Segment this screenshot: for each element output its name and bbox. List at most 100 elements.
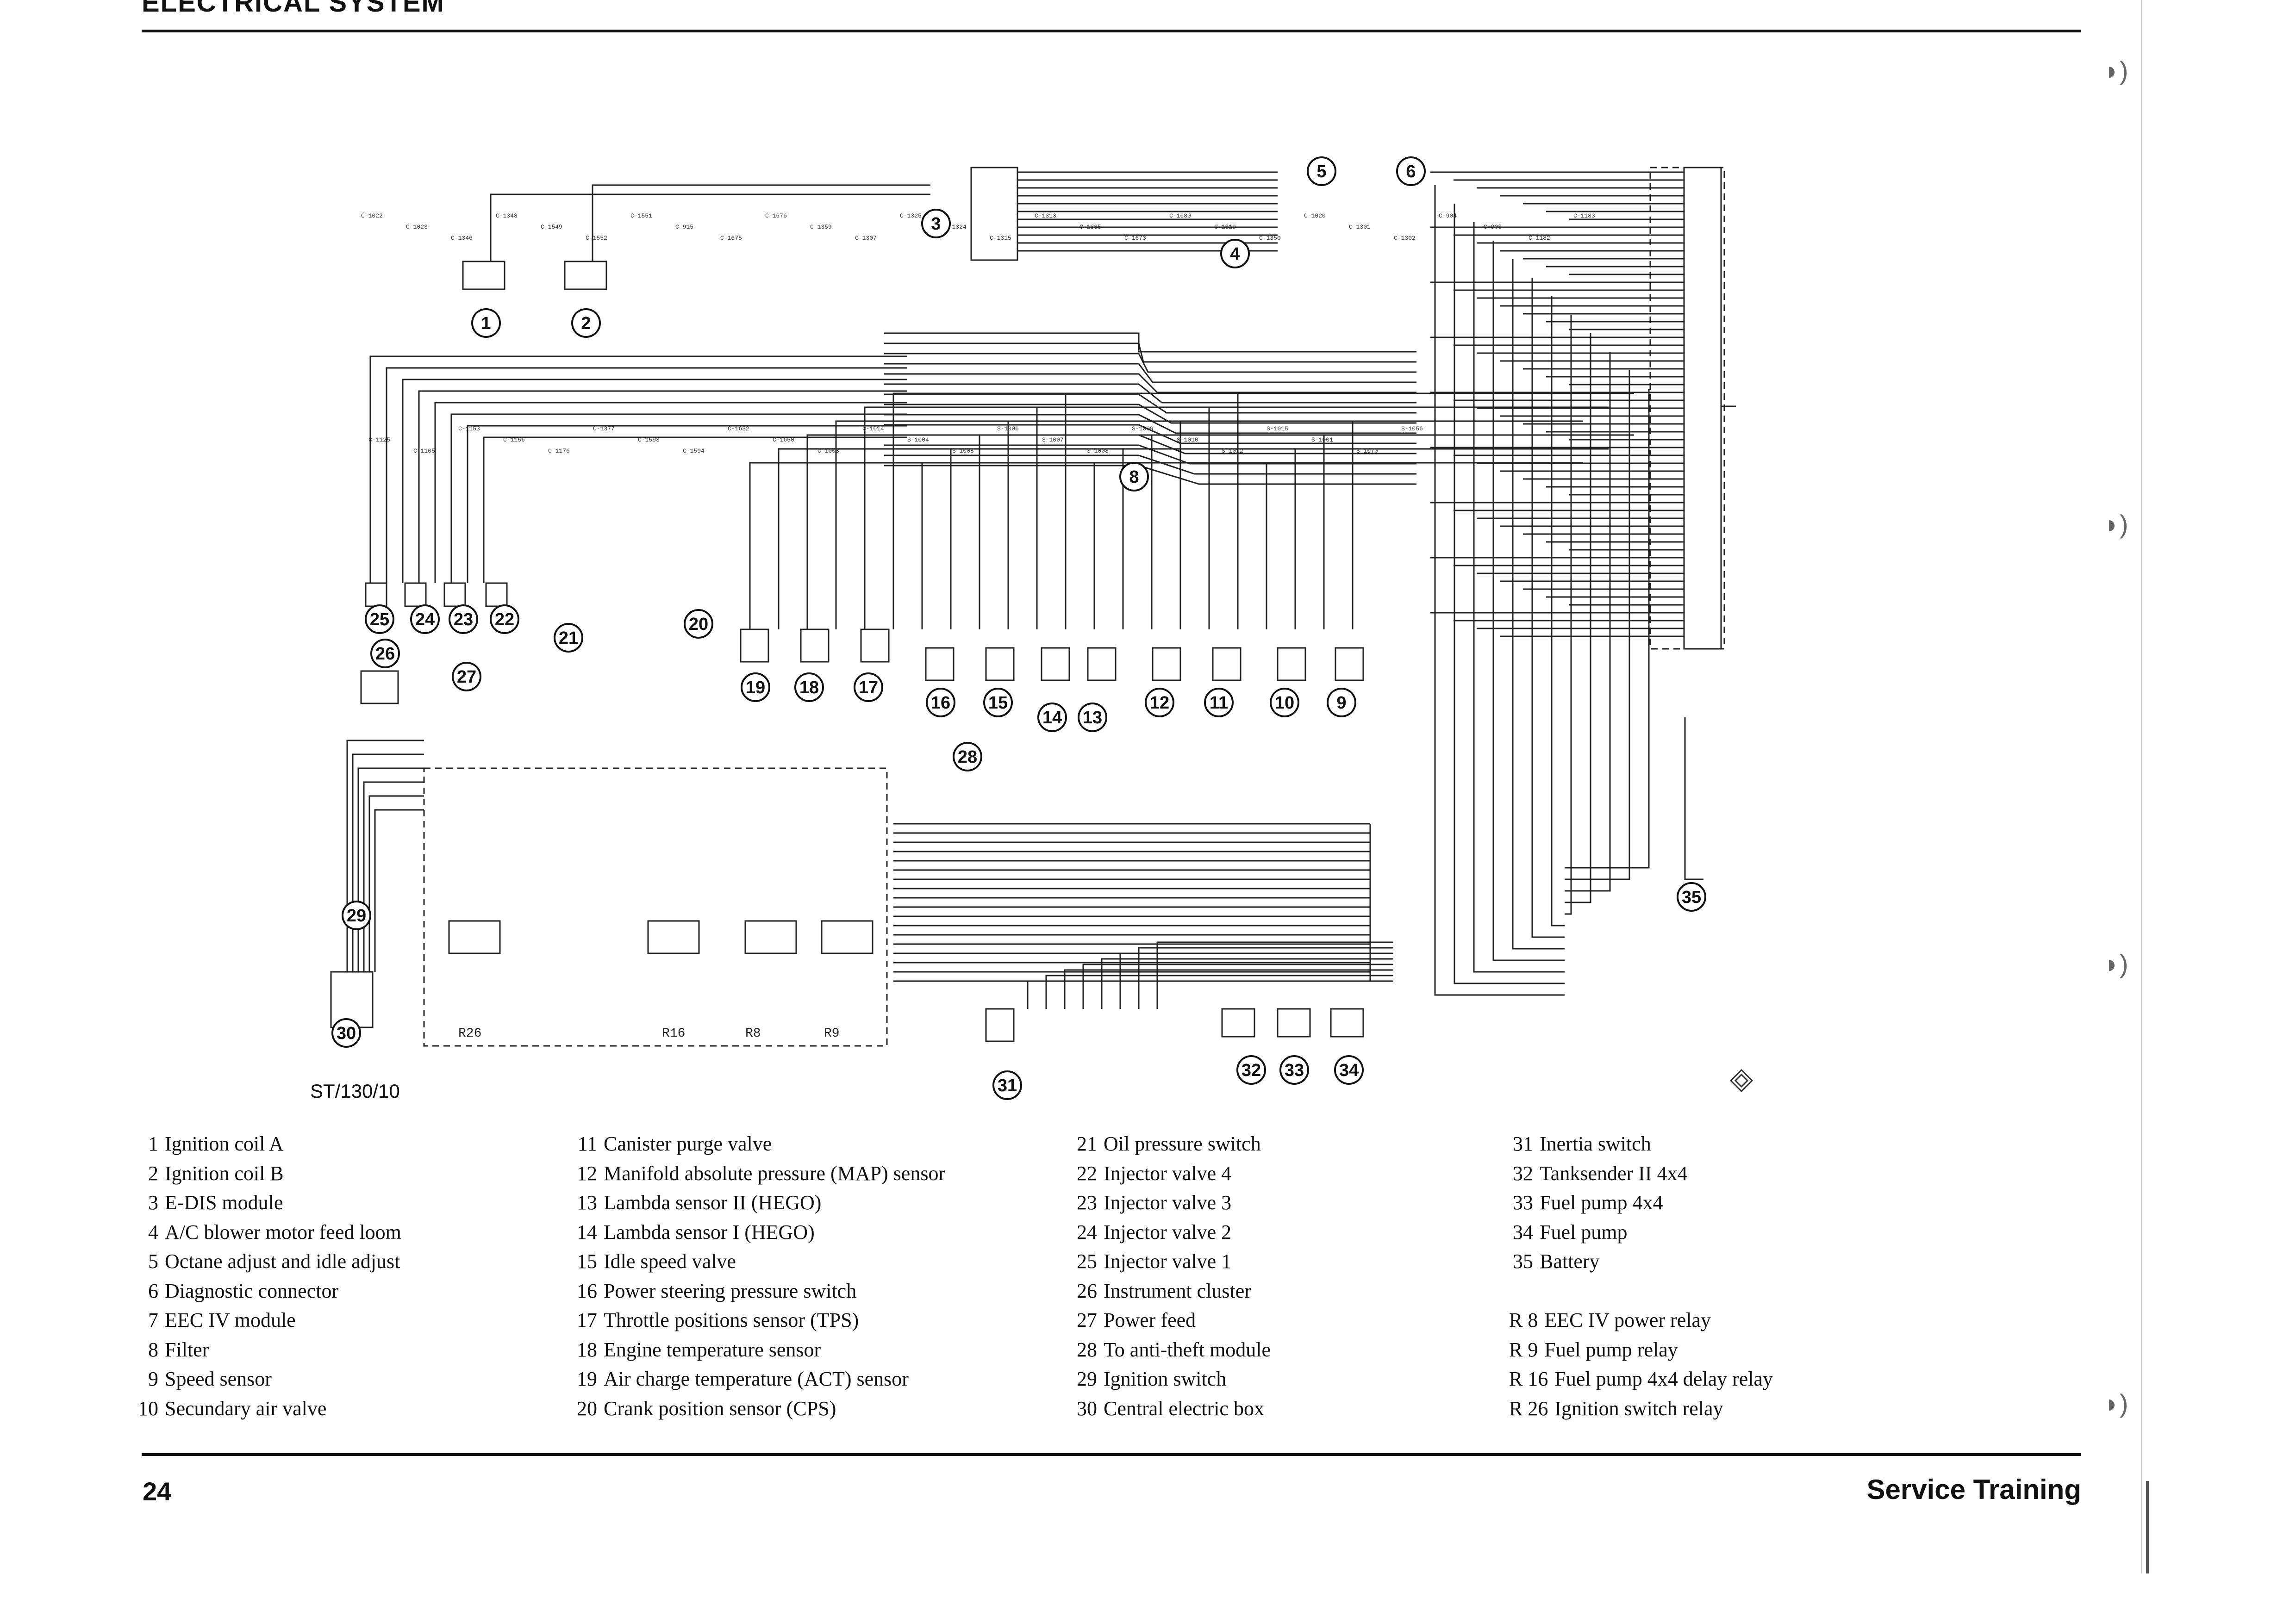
legend-item-text: Lambda sensor I (HEGO): [604, 1220, 815, 1244]
connector-label: C-1313: [1035, 212, 1056, 219]
harness-bus: [884, 363, 1416, 383]
callout-number: 13: [1083, 708, 1102, 728]
harness-bus: [884, 383, 1416, 404]
pump-wire: [1156, 941, 1393, 1009]
connector-label: C-903: [1484, 224, 1502, 230]
legend-item-text: Ignition switch relay: [1554, 1397, 1723, 1420]
pump-wire: [1101, 958, 1393, 1009]
callout-number: 34: [1339, 1061, 1359, 1080]
legend-item-text: Injector valve 1: [1104, 1250, 1232, 1273]
pump-wire: [1082, 964, 1393, 1009]
injector-wire: [386, 367, 907, 583]
callout-32: 32: [1236, 1055, 1266, 1085]
connector-label: C-1359: [810, 224, 832, 230]
sensor-wire: [1036, 406, 1456, 629]
harness-bus: [884, 393, 1416, 414]
callout-circle: [1119, 462, 1149, 491]
connector-label: C-1176: [548, 448, 570, 454]
connector-label: C-904: [1439, 212, 1457, 219]
callout-number: 6: [1406, 162, 1416, 181]
sensor-wire: [1208, 406, 1609, 629]
pump-wire: [1119, 952, 1393, 1009]
connector-label: C-1325: [900, 212, 922, 219]
legend-item-number: 33: [1513, 1191, 1533, 1214]
callout-number: 31: [998, 1076, 1017, 1095]
callout-8: 8: [1119, 462, 1149, 491]
legend-item-text: Injector valve 4: [1104, 1162, 1232, 1185]
callout-circle: [854, 672, 883, 702]
callout-circle: [1145, 688, 1174, 717]
callout-number: 35: [1682, 888, 1701, 907]
callout-31: 31: [992, 1070, 1022, 1100]
edis-module-box: [970, 167, 1018, 261]
legend-item-number: 22: [1077, 1162, 1097, 1185]
legend-item-number: R 26: [1509, 1397, 1548, 1420]
page-edge-shadow: [2141, 0, 2142, 1573]
callout-2: 2: [571, 308, 601, 338]
sensor-box: [1212, 647, 1242, 681]
callout-6: 6: [1396, 156, 1426, 186]
callout-circle: [471, 308, 501, 338]
cluster-wire: [368, 795, 424, 972]
ignition-switch-box: [330, 971, 374, 1028]
instrument-cluster-box: [360, 670, 399, 704]
callout-number: 5: [1316, 162, 1326, 181]
sensor-box: [1277, 647, 1306, 681]
legend-item-text: Speed sensor: [165, 1368, 272, 1390]
connector-label: S-1006: [997, 425, 1019, 432]
binder-hole-mark: ◗): [2104, 56, 2128, 85]
legend-item-text: Fuel pump 4x4: [1540, 1191, 1663, 1214]
box-output-wire: [893, 851, 1371, 858]
legend-item-number: 5: [148, 1250, 158, 1273]
legend-item-text: Fuel pump relay: [1544, 1338, 1678, 1361]
callout-circle: [571, 308, 601, 338]
legend-item-text: Ignition coil A: [165, 1132, 284, 1155]
callout-18: 18: [794, 672, 824, 702]
legend-item-number: 27: [1077, 1309, 1097, 1331]
legend-item-number: 11: [577, 1132, 597, 1155]
legend-item-number: 28: [1077, 1338, 1097, 1361]
sensor-wire: [921, 462, 1583, 629]
callout-28: 28: [953, 742, 982, 771]
relay-box: [647, 920, 700, 954]
legend-item: 5 Octane adjust and idle adjust: [134, 1247, 401, 1276]
callout-circle: [1279, 1055, 1309, 1085]
callout-number: 10: [1275, 693, 1294, 713]
callout-16: 16: [926, 688, 955, 717]
callout-circle: [1307, 156, 1336, 186]
callout-10: 10: [1270, 688, 1299, 717]
harness-bus: [884, 434, 1416, 454]
cluster-wire: [374, 809, 424, 972]
legend-item: 33 Fuel pump 4x4: [1509, 1188, 1773, 1218]
callout-circle: [921, 209, 951, 238]
legend-item-number: 12: [577, 1162, 597, 1185]
box-output-wire: [893, 847, 1371, 954]
legend-item-text: Octane adjust and idle adjust: [165, 1250, 400, 1273]
connector-label: C-1594: [683, 448, 705, 454]
connector-label: C-1125: [368, 436, 390, 443]
figure-code: ST/130/10: [310, 1080, 400, 1102]
harness-bus: [884, 404, 1416, 424]
callout-number: 2: [581, 314, 591, 333]
connector-label: C-1680: [1169, 212, 1191, 219]
legend-item-number: 17: [577, 1309, 597, 1331]
injector-wire: [369, 355, 907, 583]
box-output-wire: [893, 882, 1371, 982]
connector-label: C-1551: [630, 212, 652, 219]
legend-item-text: Injector valve 3: [1104, 1191, 1232, 1214]
harness-bus: [884, 414, 1416, 434]
connector-label: C-1023: [406, 224, 428, 230]
callout-number: 4: [1230, 244, 1240, 264]
callout-circle: [684, 609, 713, 639]
callout-12: 12: [1145, 688, 1174, 717]
box-output-wire: [893, 858, 1371, 908]
